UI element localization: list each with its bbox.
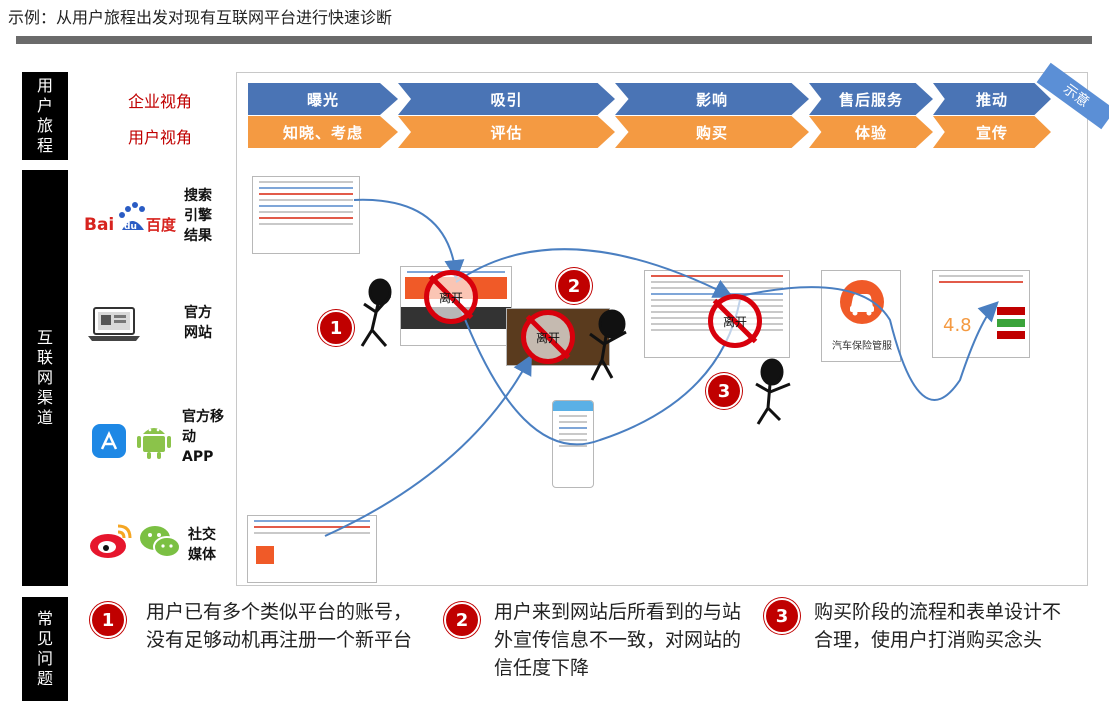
channel-label-website: 官方网站 (184, 305, 212, 341)
search-result-screenshot (252, 176, 360, 254)
laptop-icon (88, 307, 140, 341)
leave-sign-3: 离开 (708, 294, 762, 348)
issue-number-2: 2 (444, 602, 480, 638)
section-issues: 常见问题 (22, 597, 68, 701)
section-channels: 互联网渠道 (22, 170, 68, 586)
issue-number-1: 1 (90, 602, 126, 638)
channel-label-search: 搜索引擎结果 (184, 188, 212, 244)
leave-sign-1: 离开 (424, 270, 478, 324)
stage-promote: 推动 (933, 83, 1051, 115)
channel-label-app: 官方移动APP (182, 409, 224, 465)
user-perspective-label: 用户视角 (127, 128, 192, 147)
flow-site-to-app (455, 295, 741, 446)
issue-text-1: 用户已有多个类似平台的账号，没有足够动机再注册一个新平台 (146, 601, 413, 651)
section-journey: 用户旅程 (22, 72, 68, 160)
stage-buy: 购买 (615, 116, 809, 148)
frustrated-user-figure-3 (755, 358, 791, 425)
android-icon (137, 428, 171, 459)
step-marker-1: 1 (318, 310, 354, 346)
step-marker-3: 3 (706, 373, 742, 409)
social-post-screenshot (247, 515, 377, 583)
frustrated-user-figure-1 (360, 278, 392, 347)
channel-label-social: 社交媒体 (188, 527, 216, 563)
stage-advocate: 宣传 (933, 116, 1051, 148)
enterprise-perspective-label: 企业视角 (127, 92, 192, 111)
page-title: 示例：从用户旅程出发对现有互联网平台进行快速诊断 (8, 8, 393, 27)
stage-exposure: 曝光 (248, 83, 398, 115)
stage-influence: 影响 (615, 83, 809, 115)
flow-social-to-promo (324, 354, 532, 537)
svg-text:du: du (124, 222, 137, 232)
stage-aware: 知晓、考虑 (248, 116, 398, 148)
stage-evaluate: 评估 (398, 116, 615, 148)
flow-form-to-review (739, 286, 999, 401)
service-screen-title: 汽车保险管服 (832, 341, 892, 352)
svg-text:百度: 百度 (146, 216, 177, 234)
issue-text-2: 用户来到网站后所看到的与站外宣传信息不一致，对网站的信任度下降 (494, 601, 742, 679)
appstore-icon (92, 424, 126, 458)
issue-text-3: 购买阶段的流程和表单设计不合理，使用户打消购买念头 (814, 601, 1062, 651)
title-rule (16, 36, 1092, 44)
frustrated-user-figure-2 (589, 309, 627, 381)
flow-site-to-form (455, 248, 734, 298)
wechat-icon (140, 526, 181, 558)
stage-attract: 吸引 (398, 83, 615, 115)
rating-value: 4.8 (943, 315, 972, 336)
stage-experience: 体验 (809, 116, 933, 148)
stage-after-sales: 售后服务 (809, 83, 933, 115)
baidu-logo-icon: Bai du 百度 (84, 202, 177, 235)
step-marker-2: 2 (556, 268, 592, 304)
issue-number-3: 3 (764, 598, 800, 634)
svg-text:Bai: Bai (84, 215, 114, 235)
flow-search-to-site (353, 198, 465, 280)
leave-sign-2: 离开 (521, 310, 575, 364)
weibo-icon (90, 524, 132, 558)
